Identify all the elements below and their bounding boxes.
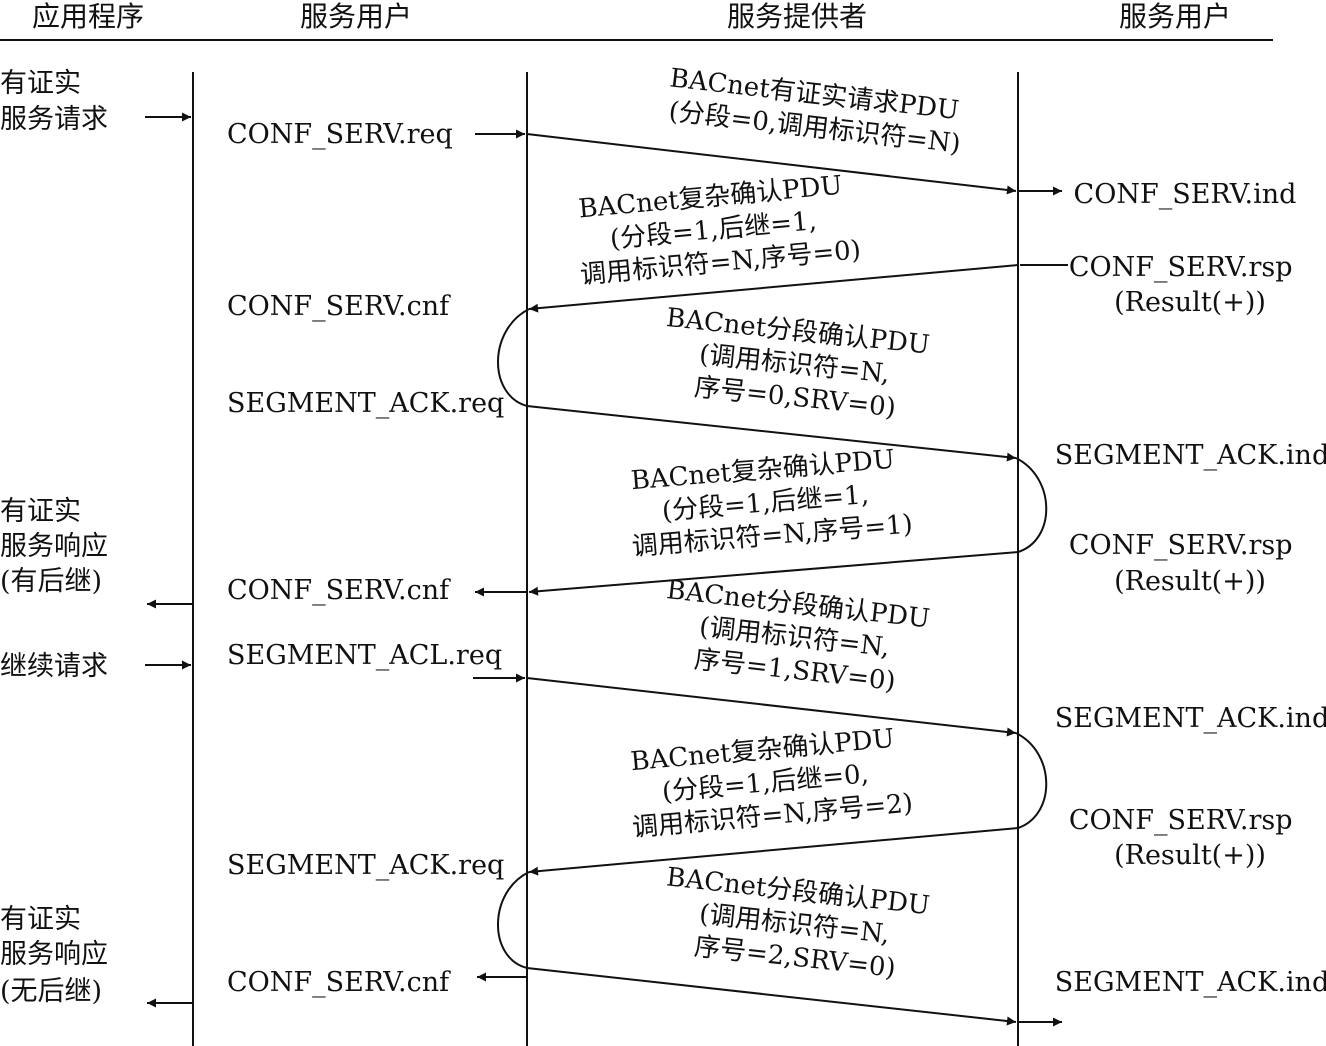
user-label-segment-acl-req: SEGMENT_ACL.req (227, 640, 502, 671)
peer-label-segment-ack-ind-3: SEGMENT_ACK.ind (1055, 967, 1326, 998)
app-label-confirmed-request: 有证实 服务请求 (0, 68, 108, 135)
user-label-segment-ack-req-1: SEGMENT_ACK.req (227, 388, 504, 419)
arrow-pdu-complex-ack-1 (528, 551, 1019, 596)
message-complex-ack-pdu-0: BACnet复杂确认PDU (分段=1,后继=1, 调用标识符=N,序号=0) (573, 169, 862, 290)
peer-label-segment-ack-ind-1: SEGMENT_ACK.ind (1055, 440, 1326, 471)
loop-peer-side-1 (1015, 457, 1048, 553)
message-complex-ack-pdu-2: BACnet复杂确认PDU (分段=1,后继=0, 调用标识符=N,序号=2) (625, 723, 914, 844)
user-label-conf-serv-cnf-1: CONF_SERV.cnf (227, 291, 451, 322)
arrow-pdu-confirmed-request (526, 133, 1017, 195)
header-service-user-right: 服务用户 (1119, 0, 1231, 33)
user-label-conf-serv-cnf-2: CONF_SERV.cnf (227, 575, 451, 606)
arrow-pdu-segment-ack-2 (526, 967, 1017, 1026)
loop-user-side-1 (497, 308, 530, 407)
loop-peer-side-2 (1015, 732, 1048, 829)
header-service-user-left: 服务用户 (300, 0, 412, 33)
message-complex-ack-pdu-1: BACnet复杂确认PDU (分段=1,后继=1, 调用标识符=N,序号=1) (625, 444, 914, 563)
message-segment-ack-pdu-0: BACnet分段确认PDU (调用标识符=N, 序号=0,SRV=0) (658, 303, 939, 427)
user-label-segment-ack-req-2: SEGMENT_ACK.req (227, 850, 504, 881)
arrow-pdu-complex-ack-0 (528, 264, 1019, 313)
header-service-provider: 服务提供者 (727, 0, 867, 33)
arrow-pdu-segment-ack-1 (526, 677, 1017, 737)
message-segment-ack-pdu-2: BACnet分段确认PDU (调用标识符=N, 序号=2,SRV=0) (658, 862, 940, 987)
message-confirmed-request-pdu: BACnet有证实请求PDU (分段=0,调用标识符=N) (664, 63, 968, 159)
loop-user-side-2 (497, 871, 530, 969)
peer-label-conf-serv-rsp-3: CONF_SERV.rsp (Result(+)) (1069, 805, 1301, 871)
peer-label-conf-serv-ind: CONF_SERV.ind (1074, 179, 1297, 210)
user-label-conf-serv-req: CONF_SERV.req (227, 119, 453, 150)
arrow-pdu-complex-ack-2 (528, 827, 1019, 876)
peer-label-conf-serv-rsp-1: CONF_SERV.rsp (Result(+)) (1069, 252, 1301, 318)
peer-label-segment-ack-ind-2: SEGMENT_ACK.ind (1055, 703, 1326, 734)
app-label-confirmed-response-final: 有证实 服务响应 (无后继) (0, 904, 117, 1007)
header-application: 应用程序 (32, 0, 144, 33)
app-label-continue-request: 继续请求 (0, 651, 108, 682)
app-label-confirmed-response-more: 有证实 服务响应 (有后继) (0, 496, 117, 597)
user-label-conf-serv-cnf-3: CONF_SERV.cnf (227, 967, 451, 998)
peer-label-conf-serv-rsp-2: CONF_SERV.rsp (Result(+)) (1069, 530, 1301, 597)
message-segment-ack-pdu-1: BACnet分段确认PDU (调用标识符=N, 序号=1,SRV=0) (658, 575, 940, 701)
arrow-pdu-segment-ack-0 (526, 405, 1017, 462)
